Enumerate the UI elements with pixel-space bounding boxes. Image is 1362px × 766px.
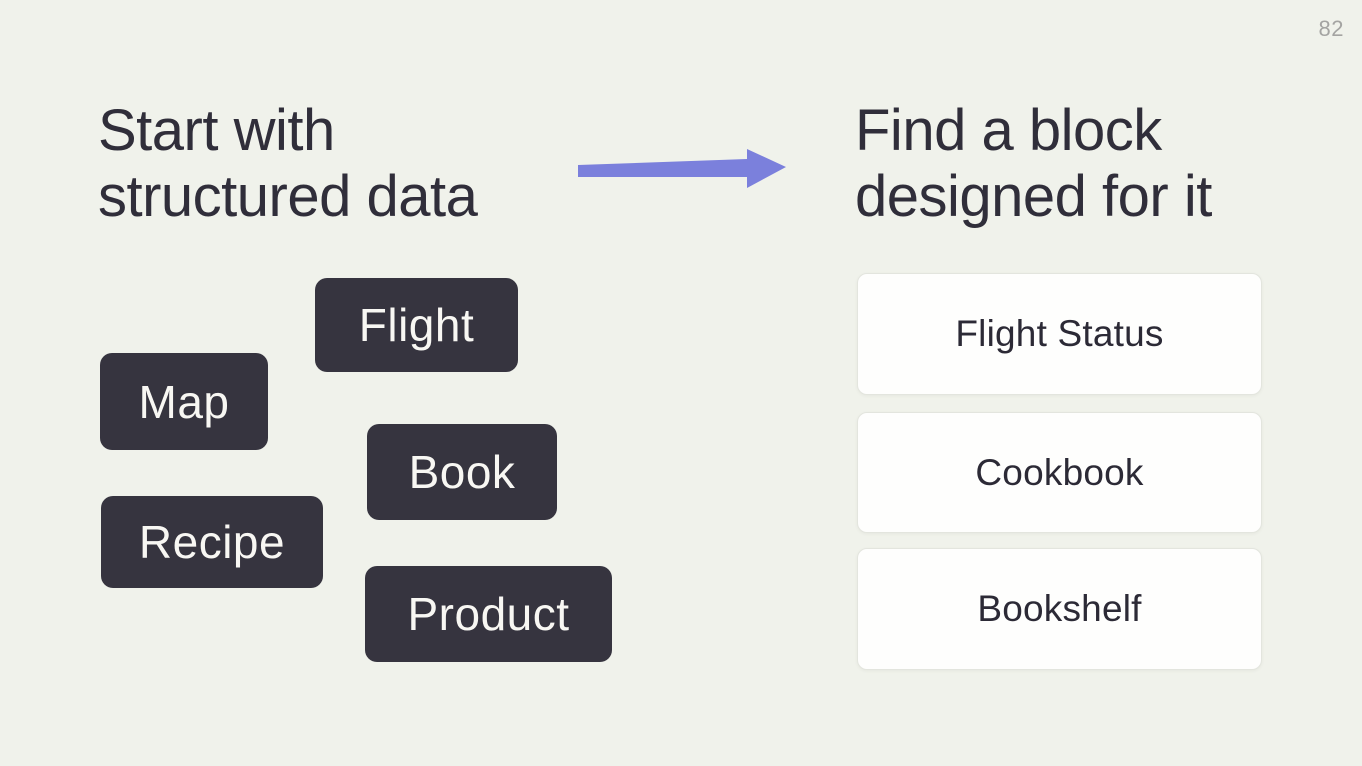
data-block-book: Book	[367, 424, 557, 520]
right-arrow-icon	[578, 149, 786, 188]
page-number: 82	[1318, 16, 1344, 41]
data-block-recipe: Recipe	[101, 496, 323, 588]
heading-right-line2: designed for it	[855, 164, 1212, 229]
designed-block-card-flight-status: Flight Status	[857, 273, 1262, 395]
designed-block-card-bookshelf: Bookshelf	[857, 548, 1262, 670]
heading-left-line1: Start with	[98, 98, 335, 163]
data-block-flight: Flight	[315, 278, 518, 372]
heading-find-block: Find a block designed for it	[855, 98, 1212, 230]
heading-structured-data: Start with structured data	[98, 98, 478, 230]
designed-block-card-cookbook: Cookbook	[857, 412, 1262, 533]
heading-right-line1: Find a block	[855, 98, 1162, 163]
data-block-map: Map	[100, 353, 268, 450]
data-block-product: Product	[365, 566, 612, 662]
right-arrow-shape	[578, 149, 786, 188]
heading-left-line2: structured data	[98, 164, 478, 229]
